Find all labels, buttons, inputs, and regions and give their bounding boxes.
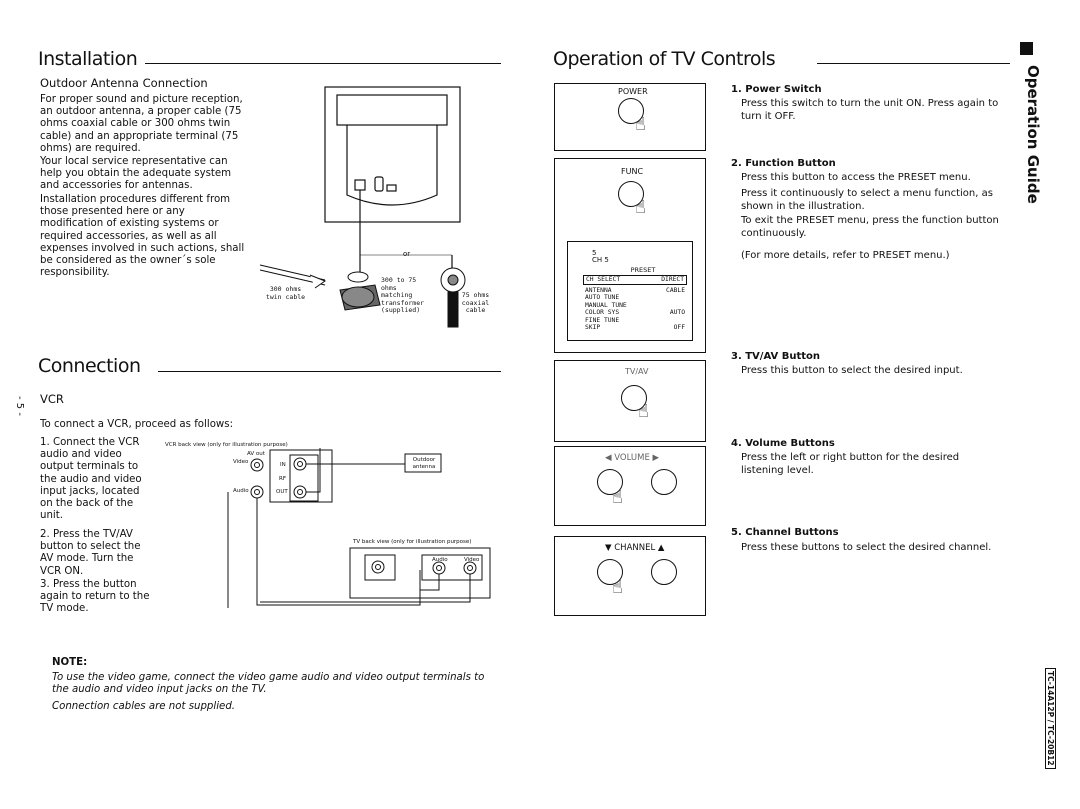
channel-panel: ▼ CHANNEL ▲ ☝ <box>554 536 706 616</box>
volume-panel: ◀ VOLUME ▶ ☝ <box>554 446 706 526</box>
power-switch-desc: Press this switch to turn the unit ON. P… <box>741 98 999 122</box>
tvav-button[interactable] <box>621 385 647 411</box>
antenna-subtitle: Outdoor Antenna Connection <box>40 76 208 90</box>
vcr-step-3: 3. Press the button again to return to t… <box>40 579 150 615</box>
tv-back-illustration <box>324 86 461 223</box>
operation-guide-label: Operation Guide <box>1024 65 1042 204</box>
av-out-label: AV out <box>247 451 265 457</box>
transformer-illustration <box>339 271 381 311</box>
channel-buttons-title: 5. Channel Buttons <box>731 527 839 538</box>
channel-down-button[interactable] <box>597 559 623 585</box>
hand-pointer-icon: ☝ <box>638 401 649 422</box>
func-panel-label: FUNC <box>621 167 644 176</box>
operation-rule <box>817 63 1010 64</box>
section-marker-square <box>1020 42 1033 55</box>
volume-buttons-title: 4. Volume Buttons <box>731 438 835 449</box>
power-panel-label: POWER <box>618 87 648 96</box>
outdoor-antenna-label: Outdoor antenna <box>412 457 436 470</box>
vcr-audio-label: Audio <box>233 488 249 494</box>
channel-up-button[interactable] <box>651 559 677 585</box>
tv-video-label: Video <box>464 557 480 563</box>
hand-pointer-icon: ☝ <box>635 197 646 218</box>
vcr-heading: VCR <box>40 392 64 406</box>
installation-title: Installation <box>38 48 138 70</box>
install-para-2: Your local service representative can he… <box>40 156 232 192</box>
function-desc-4: (For more details, refer to PRESET menu.… <box>741 250 950 261</box>
installation-rule <box>145 63 501 64</box>
antenna-diagram <box>259 86 466 328</box>
volume-down-button[interactable] <box>597 469 623 495</box>
connection-title: Connection <box>38 355 141 377</box>
hand-pointer-icon: ☝ <box>635 114 646 135</box>
page-number: - 5 - <box>14 396 25 416</box>
hand-pointer-icon: ☝ <box>612 577 623 598</box>
tvav-button-title: 3. TV/AV Button <box>731 351 821 362</box>
power-switch-title: 1. Power Switch <box>731 84 822 95</box>
rf-label: RF <box>279 476 286 482</box>
vcr-video-label: Video <box>233 459 249 465</box>
function-desc-1: Press this button to access the PRESET m… <box>741 172 971 183</box>
rf-out-label: OUT <box>276 489 288 495</box>
preset-channel-label: CH 5 <box>592 256 609 264</box>
install-para-3: Installation procedures different from t… <box>40 194 245 279</box>
channel-panel-label: ▼ CHANNEL ▲ <box>605 543 665 553</box>
rf-in-label: IN <box>280 462 286 468</box>
install-para-1: For proper sound and picture reception, … <box>40 94 243 154</box>
vcr-step-1: 1. Connect the VCR audio and video outpu… <box>40 437 142 522</box>
or-label: or <box>403 250 411 258</box>
tvav-panel-label: TV/AV <box>625 367 649 376</box>
vcr-intro: To connect a VCR, proceed as follows: <box>40 419 234 430</box>
connection-rule <box>158 371 501 372</box>
volume-panel-label: ◀ VOLUME ▶ <box>605 453 660 463</box>
function-desc-2: Press it continuously to select a menu f… <box>741 188 993 212</box>
vcr-wiring-diagram <box>227 448 491 608</box>
note-line-1: To use the video game, connect the video… <box>52 672 485 696</box>
twin-cable-label: 300 ohms twin cable <box>265 285 306 301</box>
tvav-panel: TV/AV ☝ <box>554 360 706 442</box>
tv-diagram-label: TV back view (only for illustration purp… <box>353 539 472 545</box>
function-button[interactable] <box>618 181 644 207</box>
volume-buttons-desc: Press the left or right button for the d… <box>741 452 960 476</box>
channel-label: CHANNEL <box>614 543 656 553</box>
menu-row-auto-tune: AUTO TUNE <box>585 294 620 301</box>
tvav-button-desc: Press this button to select the desired … <box>741 365 963 376</box>
note-heading: NOTE: <box>52 657 88 668</box>
hand-pointer-icon: ☝ <box>612 487 623 508</box>
function-desc-3: To exit the PRESET menu, press the funct… <box>741 215 999 239</box>
channel-buttons-desc: Press these buttons to select the desire… <box>741 542 992 553</box>
power-panel: POWER ☝ <box>554 83 706 151</box>
menu-row-manual-tune: MANUAL TUNE <box>585 301 627 309</box>
note-line-2: Connection cables are not supplied. <box>52 701 236 712</box>
model-number: TC-14A12P / TC-20B12 <box>1045 668 1056 769</box>
power-button[interactable] <box>618 98 644 124</box>
volume-up-button[interactable] <box>651 469 677 495</box>
coaxial-label: 75 ohms coaxial cable <box>461 291 490 314</box>
function-button-title: 2. Function Button <box>731 158 836 169</box>
coaxial-connector-illustration <box>440 267 466 328</box>
vcr-diagram-label: VCR back view (only for illustration pur… <box>165 442 288 448</box>
volume-label: VOLUME <box>614 453 650 463</box>
menu-row-fine-tune: FINE TUNE <box>585 316 620 324</box>
preset-channel-number: 5 <box>592 249 597 257</box>
operation-title: Operation of TV Controls <box>553 48 776 70</box>
preset-menu-title: PRESET <box>630 266 656 274</box>
tv-audio-label: Audio <box>432 557 448 563</box>
vcr-step-2: 2. Press the TV/AV button to select the … <box>40 529 141 577</box>
transformer-label: 300 to 75 ohms matching transformer (sup… <box>381 276 425 314</box>
